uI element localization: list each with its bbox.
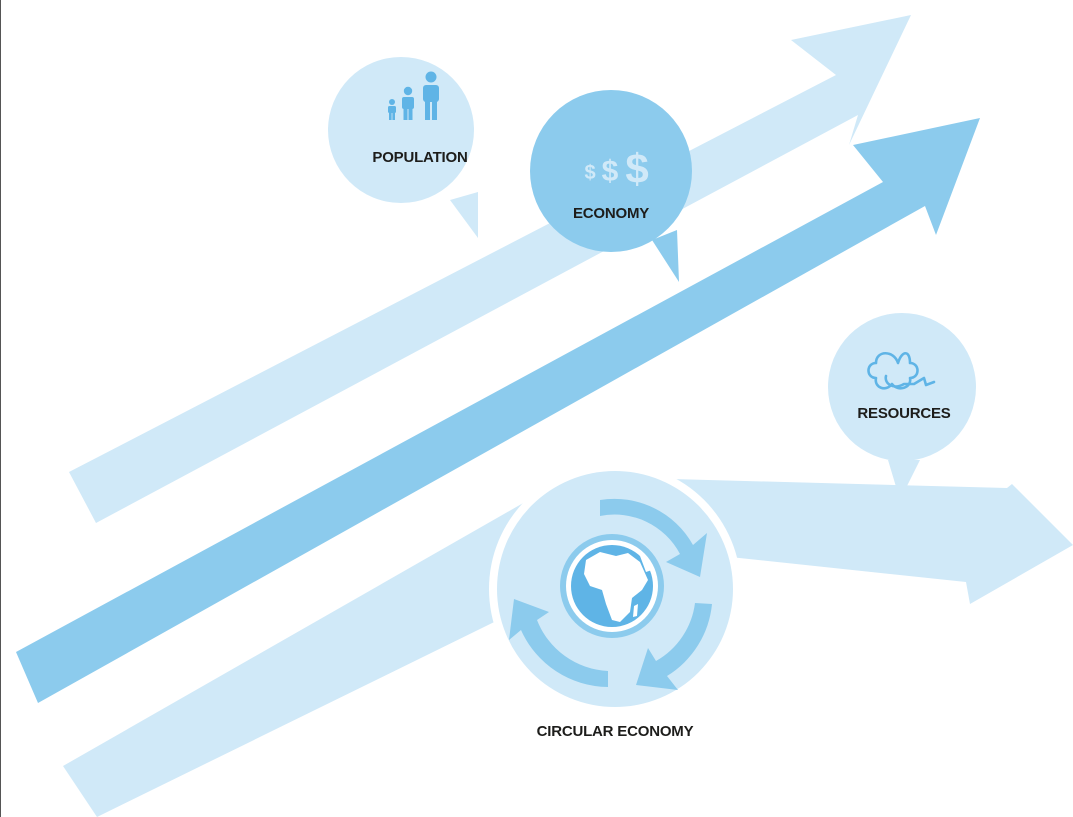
population-bubble-tail <box>450 192 478 238</box>
globe-icon <box>560 534 664 638</box>
economy-bubble-circle <box>530 90 692 252</box>
resources-label: RESOURCES <box>857 405 951 422</box>
dollar-signs-icon: $ $ $ <box>584 145 648 192</box>
resources-bubble-tail <box>888 460 920 500</box>
economy-bubble: $ $ $ <box>530 90 692 282</box>
economy-label: ECONOMY <box>572 205 650 222</box>
cycle-arrow-left <box>509 599 608 687</box>
left-border-line <box>0 0 1 817</box>
cotton-plant-icon <box>867 351 936 390</box>
economy-bubble-tail <box>652 230 679 282</box>
circular-economy-label: CIRCULAR ECONOMY <box>536 723 694 740</box>
cycle-arrow-top <box>600 498 707 577</box>
population-label: POPULATION <box>372 149 468 166</box>
dollar-sign-small: $ <box>584 162 595 184</box>
population-bubble <box>328 57 478 238</box>
circular-economy-inflow-arrow <box>63 478 1073 817</box>
cycle-arrows <box>509 498 712 690</box>
dollar-sign-large: $ <box>625 145 648 192</box>
cycle-arrow-right <box>636 603 712 690</box>
globe-continent-arabia <box>640 556 652 572</box>
globe-continent-africa <box>584 552 648 622</box>
population-arrow <box>69 15 911 523</box>
resources-bubble <box>828 313 976 500</box>
economy-arrow <box>16 118 980 703</box>
population-bubble-circle <box>328 57 474 203</box>
dollar-sign-medium: $ <box>602 155 619 188</box>
globe-island-madagascar <box>633 604 638 617</box>
people-family-icon <box>388 71 439 120</box>
